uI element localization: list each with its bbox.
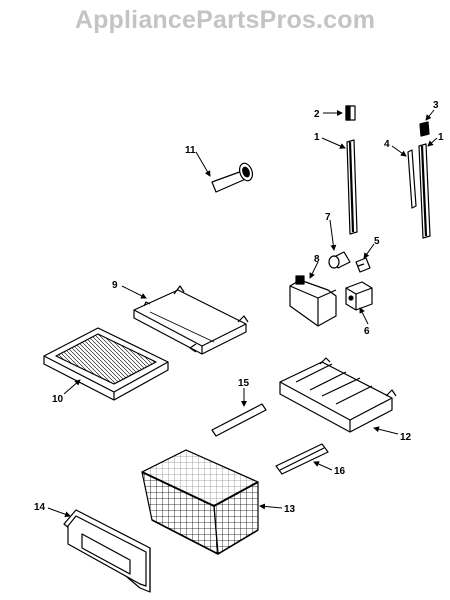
part-10-pin (211, 162, 254, 193)
callout-8: 8 (314, 254, 320, 265)
part-7-bulb (328, 251, 351, 269)
callout-11: 10 (52, 394, 64, 405)
callout-1-left: 1 (314, 132, 320, 143)
part-5-socket (355, 257, 371, 273)
callout-10: 11 (185, 145, 196, 156)
callout-16: 16 (334, 466, 346, 477)
callout-3: 3 (433, 100, 439, 111)
part-15-rail (211, 403, 267, 437)
callout-5: 5 (374, 236, 380, 247)
callout-9: 9 (112, 280, 118, 291)
part-4-strip (407, 149, 417, 209)
part-9-shelf-frame (133, 285, 249, 355)
callout-15: 15 (238, 378, 250, 389)
part-3-cap (419, 121, 430, 137)
callout-6: 6 (364, 326, 370, 337)
callout-14: 14 (34, 502, 46, 513)
callout-4: 4 (384, 139, 390, 150)
part-16-slide (275, 443, 329, 475)
part-14-drawer-front (63, 509, 151, 593)
part-12-cover-frame (279, 357, 397, 433)
callout-7: 7 (325, 212, 331, 223)
part-1-trim-left (346, 139, 358, 235)
callout-2: 2 (314, 109, 320, 120)
part-2-cap (345, 105, 356, 121)
part-11-glass-shelf (43, 327, 169, 401)
part-13-basket (141, 449, 259, 555)
callout-13: 13 (284, 504, 296, 515)
watermark-text: AppliancePartsPros.com (74, 6, 376, 34)
part-1-trim-right (418, 143, 431, 239)
callout-1-right: 1 (438, 132, 444, 143)
part-8-housing (289, 275, 337, 327)
part-6-switch (345, 281, 373, 311)
callout-12: 12 (400, 432, 412, 443)
